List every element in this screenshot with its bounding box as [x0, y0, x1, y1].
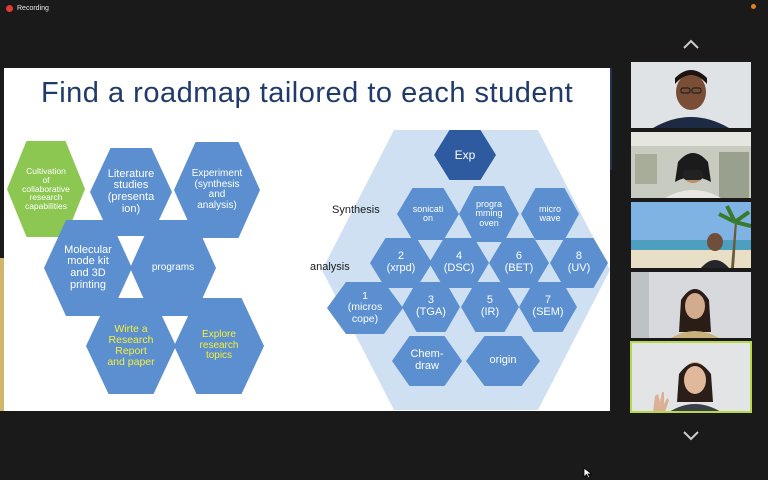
- participant-video-tile[interactable]: [631, 62, 751, 128]
- participant-video: [631, 202, 751, 268]
- mouse-cursor-icon: [583, 467, 593, 479]
- chevron-up-icon[interactable]: [682, 38, 700, 50]
- hex-sem: 7(SEM): [519, 282, 577, 332]
- slide-title: Find a roadmap tailored to each student: [41, 77, 574, 109]
- participant-video: [631, 342, 751, 412]
- hex-uv: 8(UV): [550, 238, 608, 288]
- hex-exp: Exp: [434, 130, 496, 180]
- participant-video-tile[interactable]: [631, 132, 751, 198]
- analysis-label: analysis: [310, 261, 350, 273]
- status-dot-icon: [751, 4, 756, 9]
- participant-video-tile[interactable]: [631, 202, 751, 268]
- slide-edge-decoration-right: [610, 68, 612, 170]
- synthesis-label: Synthesis: [332, 204, 380, 216]
- recording-label: Recording: [17, 5, 49, 12]
- participant-video: [631, 62, 751, 128]
- hex-explore: Explore research topics: [174, 298, 264, 394]
- recording-dot-icon: [6, 5, 13, 12]
- chevron-down-icon[interactable]: [682, 430, 700, 442]
- hex-xrpd: 2(xrpd): [370, 238, 432, 288]
- hex-report: Wirte a Research Report and paper: [86, 298, 176, 394]
- slide-edge-decoration: [0, 258, 4, 411]
- participant-video-tile[interactable]: [631, 272, 751, 338]
- shared-slide: Find a roadmap tailored to each student …: [4, 68, 610, 411]
- recording-indicator: Recording: [6, 5, 49, 12]
- participant-video: [631, 132, 751, 198]
- participant-video-tile-active[interactable]: [630, 341, 752, 413]
- participant-video: [631, 272, 751, 338]
